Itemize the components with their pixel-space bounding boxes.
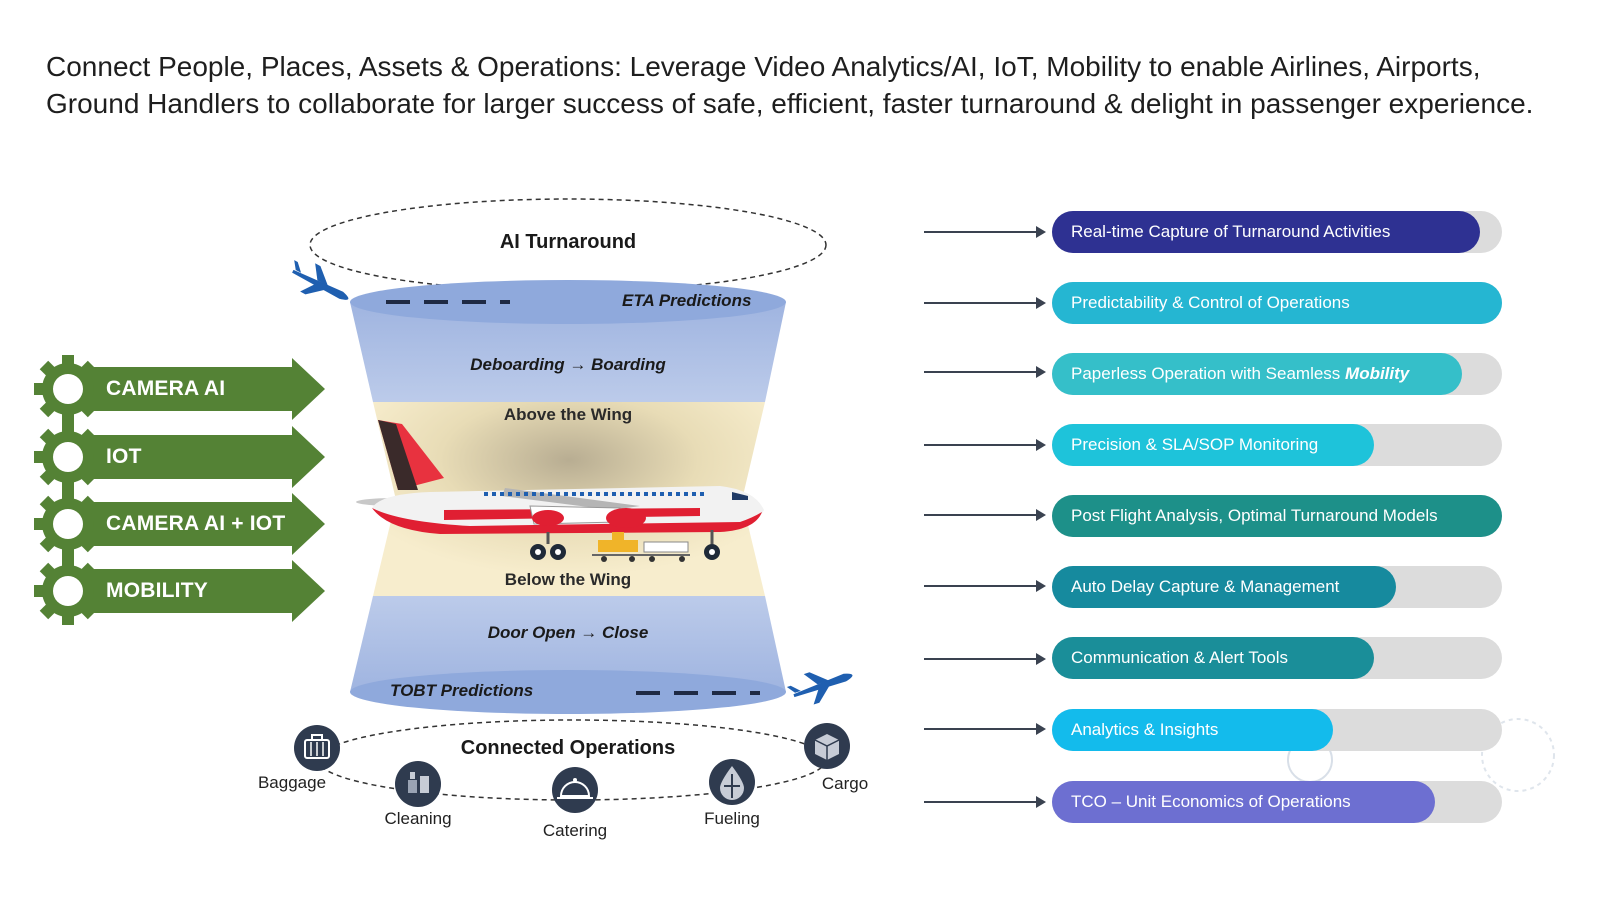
connector-arrow xyxy=(924,297,1046,309)
bar-fill xyxy=(1052,637,1374,679)
right-arrow-icon: → xyxy=(580,623,598,642)
ops-label-baggage: Baggage xyxy=(257,773,327,792)
tech-label-iot: IOT xyxy=(106,445,142,468)
connector-arrow xyxy=(924,653,1046,665)
ops-label-cargo: Cargo xyxy=(821,774,869,793)
gear-icon xyxy=(34,490,102,558)
ai-turnaround-ellipse xyxy=(309,198,827,292)
tech-label-camera-ai-iot: CAMERA AI + IOT xyxy=(106,512,286,535)
bar-fill xyxy=(1052,566,1397,608)
tobt-predictions-label: TOBT Predictions xyxy=(390,681,534,700)
takeoff-plane-icon xyxy=(784,659,858,711)
benefit-label: Real-time Capture of Turnaround Activiti… xyxy=(1071,222,1391,241)
benefit-label: TCO – Unit Economics of Operations xyxy=(1071,792,1351,811)
tobt-ellipse xyxy=(350,670,786,714)
connector-arrow xyxy=(924,509,1046,521)
tech-arrow-camera-ai-iot xyxy=(34,490,325,558)
benefit-bar-communication: Communication & Alert Tools xyxy=(1052,637,1502,679)
benefit-bar-tco: TCO – Unit Economics of Operations xyxy=(1052,781,1502,823)
right-arrow-icon: → xyxy=(569,355,587,374)
headline-line-1: Connect People, Places, Assets & Operati… xyxy=(46,51,1481,82)
benefit-bar-realtime-capture: Real-time Capture of Turnaround Activiti… xyxy=(1052,211,1502,253)
below-wing-label: Below the Wing xyxy=(504,570,632,589)
fuel-drop-icon xyxy=(709,759,755,805)
bar-fill xyxy=(1052,282,1502,324)
benefit-label: Paperless Operation with Seamless Mobili… xyxy=(1071,364,1410,383)
benefit-bar-predictability: Predictability & Control of Operations xyxy=(1052,282,1502,324)
bar-fill xyxy=(1052,781,1435,823)
connector-arrow xyxy=(924,723,1046,735)
benefit-label: Communication & Alert Tools xyxy=(1071,648,1289,667)
benefit-bar-auto-delay: Auto Delay Capture & Management xyxy=(1052,566,1502,608)
benefit-bar-post-flight: Post Flight Analysis, Optimal Turnaround… xyxy=(1052,495,1502,537)
tech-arrow-mobility xyxy=(34,557,325,625)
benefit-bar-analytics: Analytics & Insights xyxy=(1052,709,1502,751)
tech-label-mobility: MOBILITY xyxy=(106,579,208,602)
deboarding-boarding-label: Deboarding → Boarding xyxy=(470,355,666,374)
headline: Connect People, Places, Assets & Operati… xyxy=(46,48,1546,122)
bar-fill xyxy=(1052,211,1480,253)
airplane-icon xyxy=(356,420,764,560)
ops-label-catering: Catering xyxy=(542,821,608,840)
baggage-cart-icon xyxy=(592,532,690,562)
benefit-label: Auto Delay Capture & Management xyxy=(1071,577,1340,596)
benefit-bar-precision: Precision & SLA/SOP Monitoring xyxy=(1052,424,1502,466)
plane-watermark-icon xyxy=(1481,718,1555,792)
funnel-top xyxy=(350,302,786,402)
benefit-label: Analytics & Insights xyxy=(1071,720,1219,739)
cleaning-icon xyxy=(395,761,441,807)
funnel-bottom xyxy=(350,596,786,692)
bar-fill xyxy=(1052,495,1502,537)
eta-predictions-label: ETA Predictions xyxy=(622,291,752,310)
benefit-label: Post Flight Analysis, Optimal Turnaround… xyxy=(1071,506,1438,525)
ai-turnaround-title: AI Turnaround xyxy=(499,231,637,253)
connector-arrow xyxy=(924,796,1046,808)
benefit-label: Precision & SLA/SOP Monitoring xyxy=(1071,435,1319,454)
tech-arrow-iot xyxy=(34,423,325,491)
luggage-icon xyxy=(294,725,340,771)
connected-operations-title: Connected Operations xyxy=(460,737,676,759)
gear-icon xyxy=(34,557,102,625)
benefit-bar-paperless: Paperless Operation with Seamless Mobili… xyxy=(1052,353,1502,395)
headline-line-2: Ground Handlers to collaborate for large… xyxy=(46,88,1534,119)
connector-arrow xyxy=(924,226,1046,238)
door-open-close-label: Door Open → Close xyxy=(487,623,649,642)
tech-label-camera-ai: CAMERA AI xyxy=(106,377,226,400)
ops-label-cleaning: Cleaning xyxy=(384,809,452,828)
benefit-label: Predictability & Control of Operations xyxy=(1071,293,1350,312)
connector-arrow xyxy=(924,439,1046,451)
connector-arrow xyxy=(924,580,1046,592)
eta-ellipse xyxy=(350,280,786,324)
cargo-box-icon xyxy=(804,723,850,769)
gear-icon xyxy=(34,355,102,423)
ops-label-fueling: Fueling xyxy=(704,809,760,828)
bar-fill xyxy=(1052,424,1374,466)
bar-fill xyxy=(1052,709,1334,751)
catering-cloche-icon xyxy=(552,767,598,813)
connector-arrow xyxy=(924,366,1046,378)
bar-fill xyxy=(1052,353,1462,395)
gear-icon xyxy=(34,423,102,491)
tech-arrow-camera-ai xyxy=(34,355,325,423)
landing-plane-icon xyxy=(282,253,356,314)
above-wing-label: Above the Wing xyxy=(503,405,633,424)
